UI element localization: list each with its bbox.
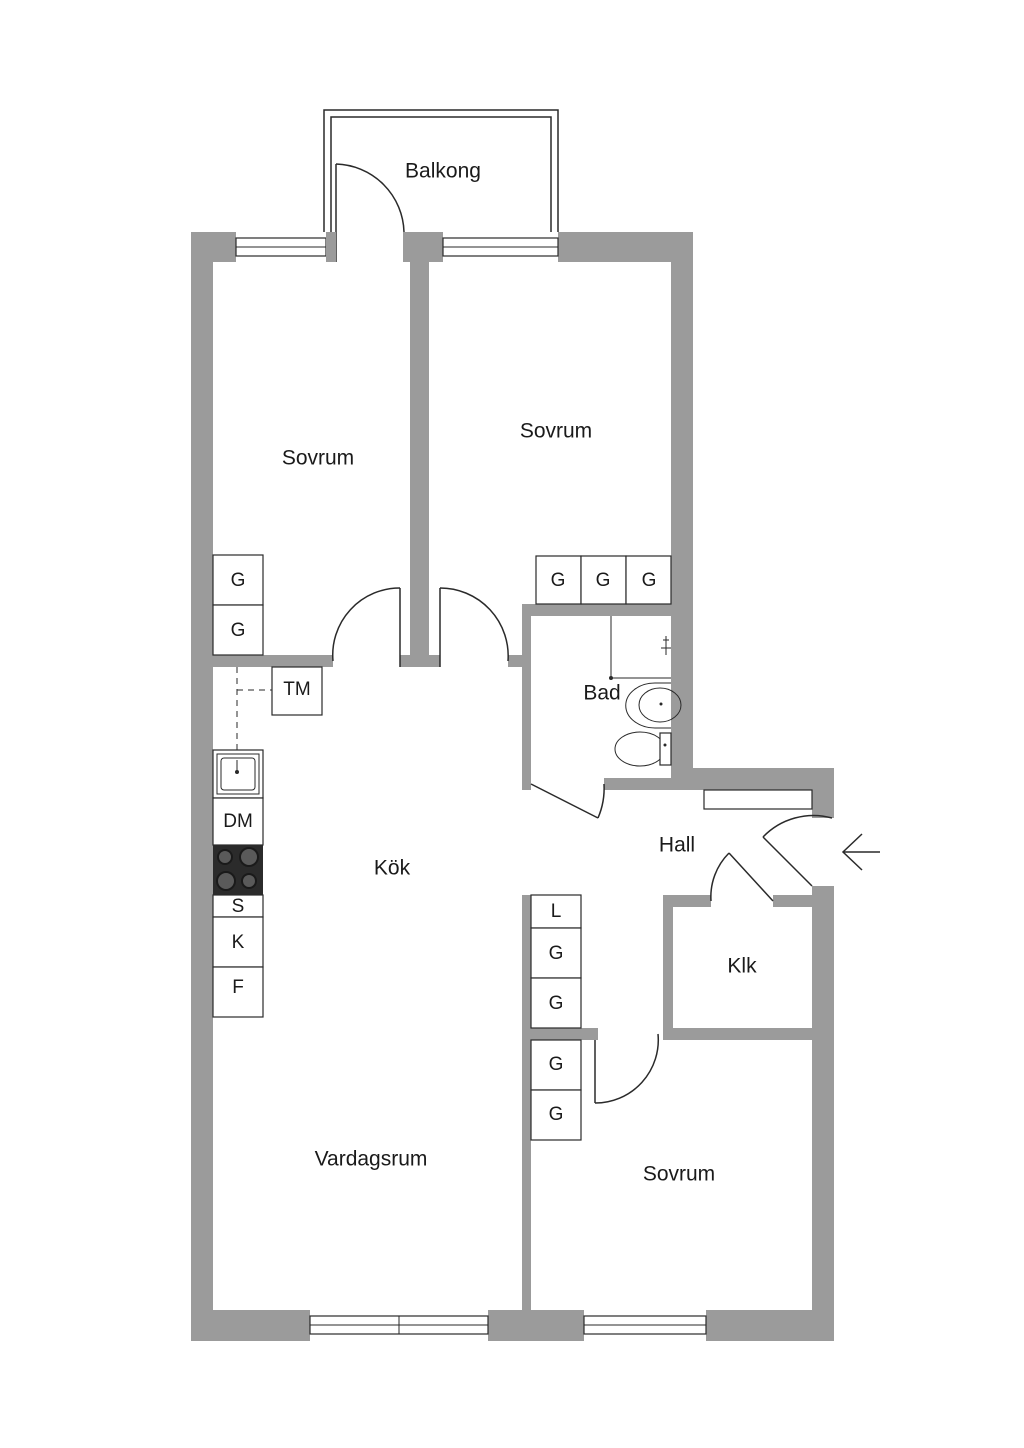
doors — [331, 587, 833, 1104]
room-label-hall: Hall — [659, 834, 695, 857]
cabinet-label-g: G — [549, 993, 564, 1014]
cabinet-label-g: G — [642, 570, 657, 591]
cabinet-label-g: G — [596, 570, 611, 591]
cabinet-label-f: F — [232, 977, 244, 998]
room-label-bedroom-left: Sovrum — [282, 447, 354, 470]
room-label-kitchen: Kök — [374, 857, 411, 880]
cabinet-label-g: G — [231, 620, 246, 641]
room-label-bedroom-right: Sovrum — [520, 420, 592, 443]
bathroom-fixtures — [609, 616, 682, 767]
wardrobes — [212, 554, 672, 1141]
cabinet-label-g: G — [549, 1104, 564, 1125]
cabinet-label-k: K — [232, 932, 245, 953]
cabinet-label-tm: TM — [283, 679, 310, 700]
room-label-balcony: Balkong — [405, 160, 481, 183]
cabinet-label-s: S — [232, 896, 245, 917]
entrance-arrow-icon — [841, 833, 880, 871]
cabinet-label-g: G — [551, 570, 566, 591]
room-label-closet: Klk — [727, 955, 757, 978]
toilet-icon — [614, 731, 672, 767]
cabinet-tm — [271, 666, 323, 716]
shower-icon — [609, 616, 671, 680]
washbasin-icon — [625, 682, 682, 729]
cabinet-label-g: G — [549, 943, 564, 964]
hall-shelf — [703, 789, 813, 810]
exterior-walls — [191, 232, 834, 1341]
cabinet-dm — [212, 797, 264, 846]
balcony — [323, 109, 559, 262]
room-label-living-room: Vardagsrum — [315, 1148, 428, 1171]
cabinet-label-g: G — [231, 570, 246, 591]
cabinet-f — [212, 966, 264, 1018]
room-label-bedroom-bottom: Sovrum — [643, 1163, 715, 1186]
cabinet-k — [212, 916, 264, 968]
cabinet-label-g: G — [549, 1054, 564, 1075]
kitchen-fixtures — [212, 666, 323, 1018]
cabinet-label-dm: DM — [223, 811, 253, 832]
stove-icon — [213, 845, 263, 895]
windows — [235, 237, 707, 1335]
interior-walls — [213, 262, 812, 1310]
cabinet-label-l: L — [551, 901, 562, 922]
room-label-bathroom: Bad — [583, 682, 620, 705]
sink-icon — [212, 749, 264, 799]
